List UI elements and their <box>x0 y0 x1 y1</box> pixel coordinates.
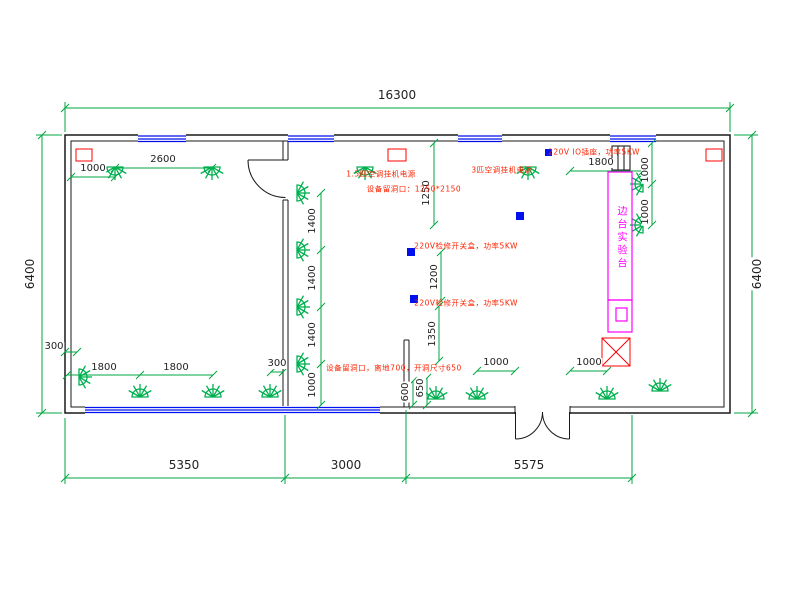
lab-bench-symbol <box>607 171 633 333</box>
dim-bottom-right-1000-b: 1000 <box>575 357 603 368</box>
dim-mid-col-1400-c: 1400 <box>307 321 318 349</box>
dim-mid-col-1400-a: 1400 <box>307 207 318 235</box>
dim-top-left-2600: 2600 <box>149 154 177 165</box>
dim-top-left-1000: 1000 <box>79 163 107 174</box>
dim-height-right: 6400 <box>750 257 764 291</box>
dim-v600: 600 <box>400 381 411 403</box>
dim-mid-col-1000: 1000 <box>307 371 318 399</box>
power-box-symbols <box>75 148 723 367</box>
annotation-io-socket: 220V IO插座，功率5KW <box>548 147 640 157</box>
dim-bottom-right-1000-a: 1000 <box>482 357 510 368</box>
dim-bottom-left-1800-b: 1800 <box>162 362 190 373</box>
dim-v1200: 1200 <box>429 263 440 291</box>
dim-right-col-1000-b: 1000 <box>640 198 651 226</box>
annotation-switch-box-2: 220V检修开关盒，功率5KW <box>414 298 518 308</box>
door-symbols <box>247 159 571 440</box>
switch-box-symbols <box>407 149 552 303</box>
dim-top-right-1800: 1800 <box>587 157 615 168</box>
dim-mid-col-1400-b: 1400 <box>307 264 318 292</box>
window-symbols <box>85 135 656 414</box>
lab-bench-label: 边台实验台 <box>615 205 626 271</box>
dim-v650: 650 <box>415 377 426 399</box>
annotation-device-hole-top: 设备留洞口：1250*2150 <box>366 184 462 194</box>
dim-right-col-1000-a: 1000 <box>640 156 651 184</box>
dim-bottom-1: 5350 <box>167 458 201 472</box>
annotation-ac-1-5hp: 1.5匹空调挂机电源 <box>346 169 416 179</box>
dim-total-width: 16300 <box>376 88 418 102</box>
dim-bottom-2: 3000 <box>329 458 363 472</box>
annotation-switch-box-1: 220V检修开关盒，功率5KW <box>414 241 518 251</box>
dimension-lines <box>36 102 758 484</box>
annotation-ac-3hp: 3匹空调挂机电源 <box>471 165 533 175</box>
dim-height-left: 6400 <box>23 257 37 291</box>
dim-bottom-3: 5575 <box>512 458 546 472</box>
dim-left-300: 300 <box>43 341 65 352</box>
dim-v1350: 1350 <box>427 320 438 348</box>
dim-mid-300: 300 <box>266 358 288 369</box>
annotation-device-hole-bottom: 设备留洞口，离地700，开洞尺寸650 <box>326 363 462 373</box>
dim-bottom-left-1800-a: 1800 <box>90 362 118 373</box>
